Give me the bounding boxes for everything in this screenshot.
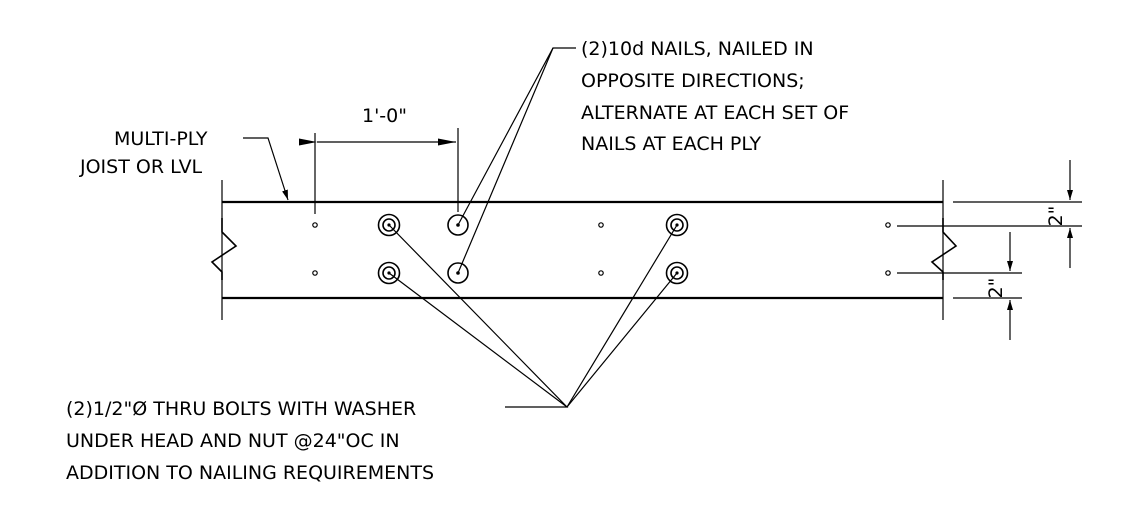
- nail-dot: [312, 222, 318, 228]
- bolt-symbol: [665, 261, 689, 285]
- bolts-note-line-3: ADDITION TO NAILING REQUIREMENTS: [66, 462, 434, 484]
- member-note-line-2: JOIST OR LVL: [79, 156, 203, 178]
- nails-note-line-1: (2)10d NAILS, NAILED IN: [581, 38, 814, 60]
- nail-circle: [447, 262, 469, 284]
- nail-spacing-label: 1'-0": [362, 105, 407, 127]
- right-break-symbol: [930, 218, 958, 280]
- bolts: [377, 213, 689, 285]
- bolts-note-line-2: UNDER HEAD AND NUT @24"OC IN: [66, 430, 400, 452]
- bolts-note: (2)1/2"Ø THRU BOLTS WITH WASHER UNDER HE…: [66, 398, 434, 484]
- bottom-edge-dimension: 2": [897, 232, 1022, 340]
- top-edge-label: 2": [1045, 206, 1067, 227]
- nails-note-line-4: NAILS AT EACH PLY: [581, 133, 761, 155]
- nail-dot: [885, 222, 891, 228]
- nail-dot: [312, 270, 318, 276]
- top-edge-dimension: 2": [897, 160, 1082, 268]
- member-note-line-1: MULTI-PLY: [114, 128, 208, 150]
- nails-note-line-2: OPPOSITE DIRECTIONS;: [581, 70, 805, 92]
- bottom-edge-label: 2": [985, 278, 1007, 299]
- nail-dot: [598, 270, 604, 276]
- nail-dot: [885, 270, 891, 276]
- member-outline: [221, 180, 944, 320]
- nail-circle: [447, 214, 469, 236]
- nail-spacing-dimension: 1'-0": [299, 105, 459, 214]
- member-note: MULTI-PLY JOIST OR LVL: [79, 128, 208, 178]
- left-break-symbol: [210, 218, 238, 280]
- member-leader-line: [243, 137, 289, 201]
- bolts-note-line-1: (2)1/2"Ø THRU BOLTS WITH WASHER: [66, 398, 416, 420]
- nails-note: (2)10d NAILS, NAILED IN OPPOSITE DIRECTI…: [581, 38, 849, 155]
- nail-dot: [598, 222, 604, 228]
- nail-dots: [312, 222, 891, 276]
- nail-leader-lines: [457, 47, 576, 274]
- bolt-symbol: [377, 261, 401, 285]
- bolt-leader-lines: [388, 224, 678, 408]
- nails-note-line-3: ALTERNATE AT EACH SET OF: [581, 102, 849, 124]
